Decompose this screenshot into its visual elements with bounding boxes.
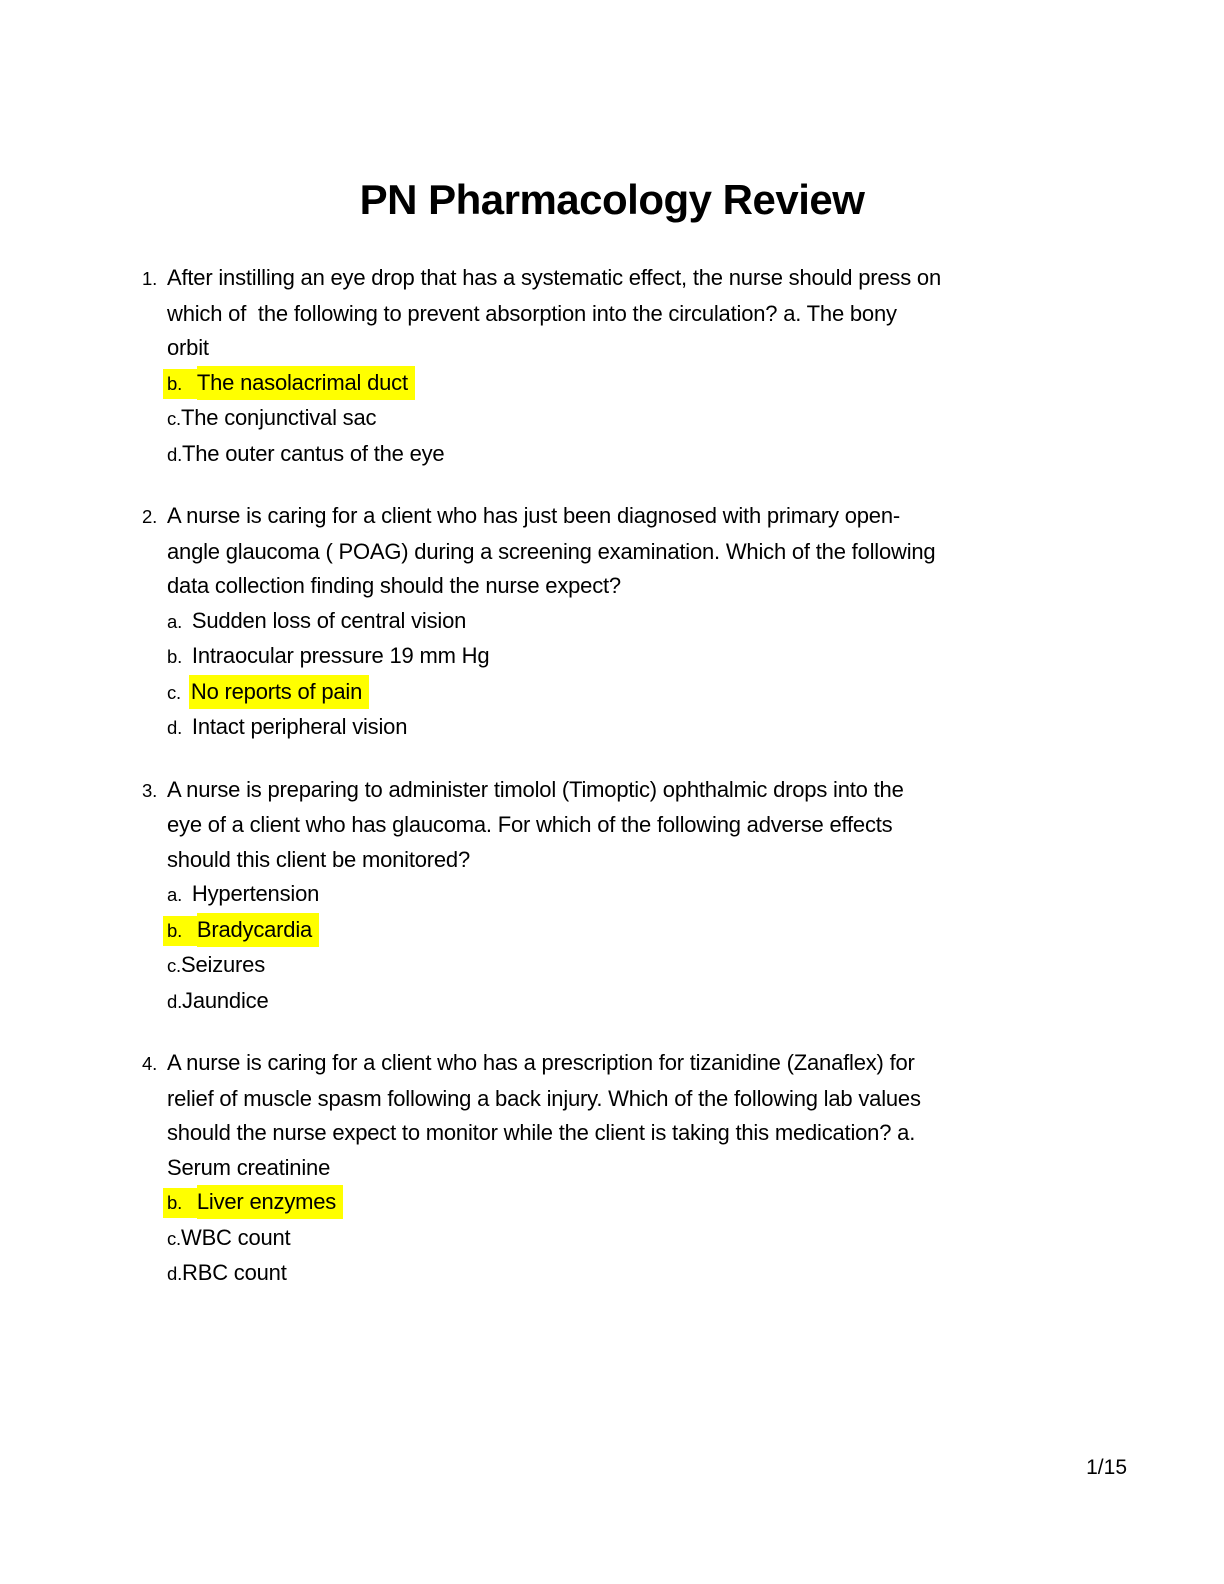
option-letter: c. (167, 681, 191, 703)
question-3: 3. A nurse is preparing to administer tim… (142, 773, 1082, 1020)
option-letter: b. (167, 646, 192, 667)
question-4: 4. A nurse is caring for a client who has… (142, 1046, 1082, 1292)
option-letter: d. (167, 990, 183, 1012)
question-text-line: Serum creatinine (167, 1154, 331, 1180)
option-letter: d. (167, 443, 183, 465)
question-text-line: relief of muscle spasm following a back … (167, 1085, 921, 1111)
option-letter: d. (167, 1263, 183, 1284)
question-text-line: eye of a client who has glaucoma. For wh… (167, 812, 893, 837)
option-letter: b. (163, 915, 197, 946)
option-3b: b. Bradycardia (142, 912, 1082, 949)
question-text: A nurse is caring for a client who has a… (167, 1050, 915, 1075)
option-4b: b. Liver enzymes (142, 1185, 1082, 1221)
option-text: No reports of pain (188, 674, 370, 709)
page-number: 1/15 (1086, 1456, 1127, 1479)
document-body: 1. After instilling an eye drop that has … (142, 261, 1082, 1319)
option-text: Intact peripheral vision (191, 714, 408, 739)
question-text-line: 4. A nurse is caring for a client who has… (142, 1046, 1082, 1082)
option-1b: b. The nasolacrimal duct (142, 365, 1082, 402)
option-text: Hypertension (191, 881, 320, 906)
option-2b: b. Intraocular pressure 19 mm Hg (142, 639, 1082, 675)
question-text-line: 2. A nurse is caring for a client who has… (142, 499, 1082, 535)
question-text: A nurse is preparing to administer timol… (167, 776, 904, 802)
question-2: 2. A nurse is caring for a client who has… (142, 499, 1082, 746)
question-text: A nurse is caring for a client who has j… (167, 503, 901, 528)
option-text: Liver enzymes (196, 1185, 344, 1219)
question-text-line: angle glaucoma ( POAG) during a screenin… (167, 538, 936, 564)
option-3d: d.Jaundice (142, 984, 1082, 1020)
option-text: The nasolacrimal duct (196, 365, 415, 400)
option-letter: d. (167, 717, 192, 738)
option-letter: b. (163, 1188, 197, 1218)
question-number: 2. (142, 506, 158, 527)
option-text: RBC count (182, 1260, 287, 1285)
question-text-line: which of the following to prevent absorp… (167, 300, 897, 326)
question-number: 1. (142, 268, 158, 289)
option-3c: c.Seizures (142, 948, 1082, 984)
option-4c: c.WBC count (142, 1221, 1082, 1257)
option-1c: c.The conjunctival sac (142, 401, 1082, 437)
option-text: WBC count (181, 1224, 291, 1250)
option-2a: a. Sudden loss of central vision (142, 604, 1082, 640)
question-text-line: orbit (167, 335, 209, 360)
question-text-line: 3. A nurse is preparing to administer tim… (142, 773, 1082, 809)
option-letter: a. (167, 884, 192, 905)
option-letter: a. (167, 610, 192, 632)
option-text: The outer cantus of the eye (182, 440, 445, 466)
option-text: Seizures (181, 952, 265, 977)
option-1d: d.The outer cantus of the eye (142, 437, 1082, 473)
option-text: The conjunctival sac (181, 405, 377, 430)
question-number: 3. (142, 779, 158, 801)
option-text: Bradycardia (196, 912, 320, 947)
question-text: After instilling an eye drop that has a … (167, 265, 942, 290)
question-number: 4. (142, 1053, 158, 1074)
question-text-line: should this client be monitored? (167, 846, 471, 872)
option-3a: a. Hypertension (142, 877, 1082, 913)
option-letter: b. (163, 368, 197, 399)
question-text-line: 1. After instilling an eye drop that has … (142, 261, 1082, 297)
question-text-line: data collection finding should the nurse… (167, 573, 621, 598)
question-1: 1. After instilling an eye drop that has … (142, 261, 1082, 472)
option-4d: d.RBC count (142, 1256, 1082, 1292)
option-2d: d. Intact peripheral vision (142, 710, 1082, 746)
option-text: Jaundice (182, 987, 269, 1013)
page-title: PN Pharmacology Review (359, 176, 865, 224)
option-text: Intraocular pressure 19 mm Hg (191, 643, 490, 668)
question-text-line: should the nurse expect to monitor while… (167, 1120, 916, 1145)
option-letter: c. (167, 955, 181, 976)
option-letter: c. (167, 408, 181, 429)
option-text: Sudden loss of central vision (191, 607, 467, 633)
option-2c: c. No reports of pain (142, 674, 1082, 711)
option-letter: c. (167, 1227, 181, 1249)
